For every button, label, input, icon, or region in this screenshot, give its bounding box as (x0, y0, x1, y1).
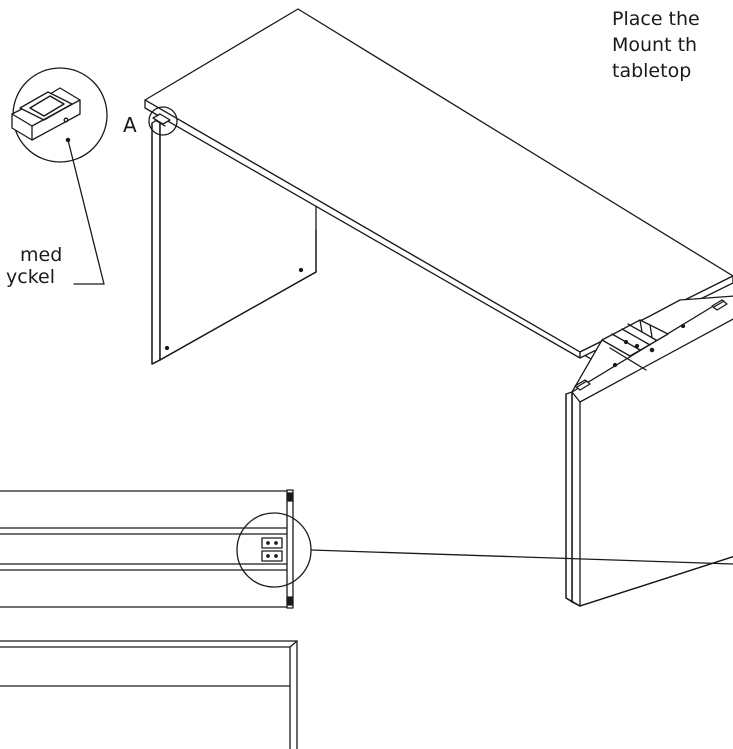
detail-a-marker (149, 107, 177, 135)
detail-label: A (123, 113, 137, 137)
plan-view-top (0, 490, 733, 608)
connector-bracket (602, 320, 668, 370)
callout-label: med yckel (0, 244, 62, 289)
callout-line-2: yckel (6, 266, 55, 288)
callout-line-1: med (20, 244, 63, 266)
instruction-text: Place the Mount th tabletop (612, 6, 700, 84)
instruction-line-1: Place the (612, 8, 700, 30)
right-side-panel (566, 296, 733, 606)
detail-magnified-view (12, 68, 107, 284)
instruction-line-2: Mount th (612, 34, 698, 56)
plan-view-bottom (0, 641, 297, 749)
instruction-line-3: tabletop (612, 60, 692, 82)
